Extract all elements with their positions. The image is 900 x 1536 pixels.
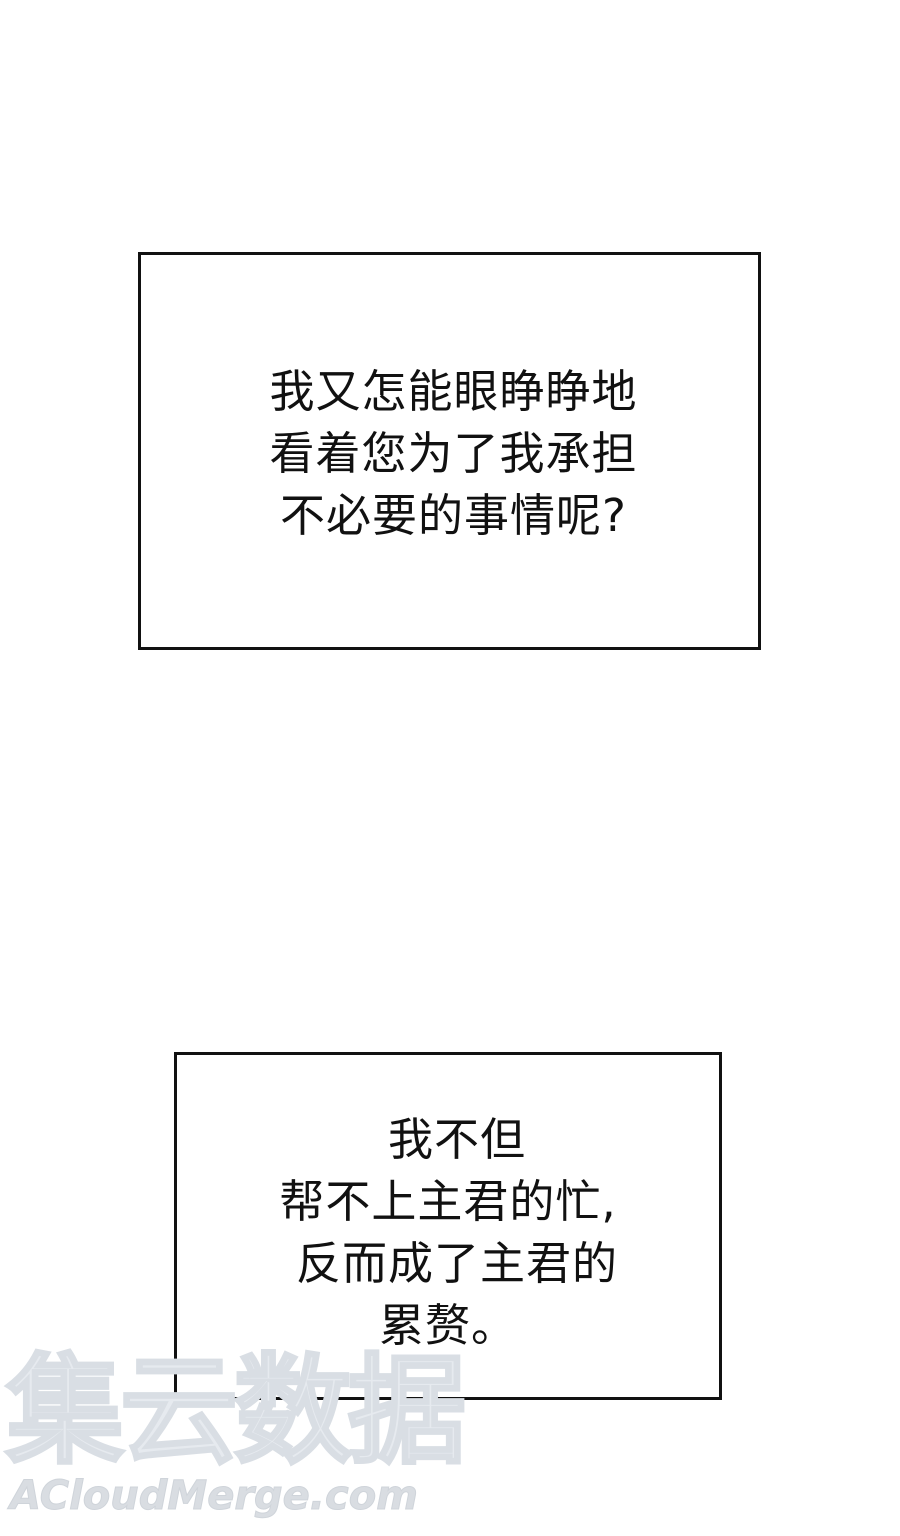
caption-line: 我不但 bbox=[387, 1113, 526, 1166]
caption-line: 看着您为了我承担 bbox=[269, 427, 638, 480]
caption-line: 反而成了主君的 bbox=[295, 1237, 618, 1290]
caption-line: 我又怎能眼睁睁地 bbox=[269, 365, 638, 418]
caption-line: 累赘。 bbox=[378, 1299, 517, 1352]
caption-text-2: 我不但 帮不上主君的忙, 反而成了主君的 累赘。 bbox=[177, 1109, 719, 1357]
caption-text-1: 我又怎能眼睁睁地 看着您为了我承担 不必要的事情呢? bbox=[141, 361, 758, 547]
caption-line: 不必要的事情呢? bbox=[280, 489, 627, 542]
caption-line: 帮不上主君的忙, bbox=[279, 1175, 617, 1228]
caption-box-1: 我又怎能眼睁睁地 看着您为了我承担 不必要的事情呢? bbox=[138, 252, 761, 650]
watermark-url: ACloudMerge.com bbox=[10, 1473, 419, 1519]
caption-box-2: 我不但 帮不上主君的忙, 反而成了主君的 累赘。 bbox=[174, 1052, 722, 1400]
